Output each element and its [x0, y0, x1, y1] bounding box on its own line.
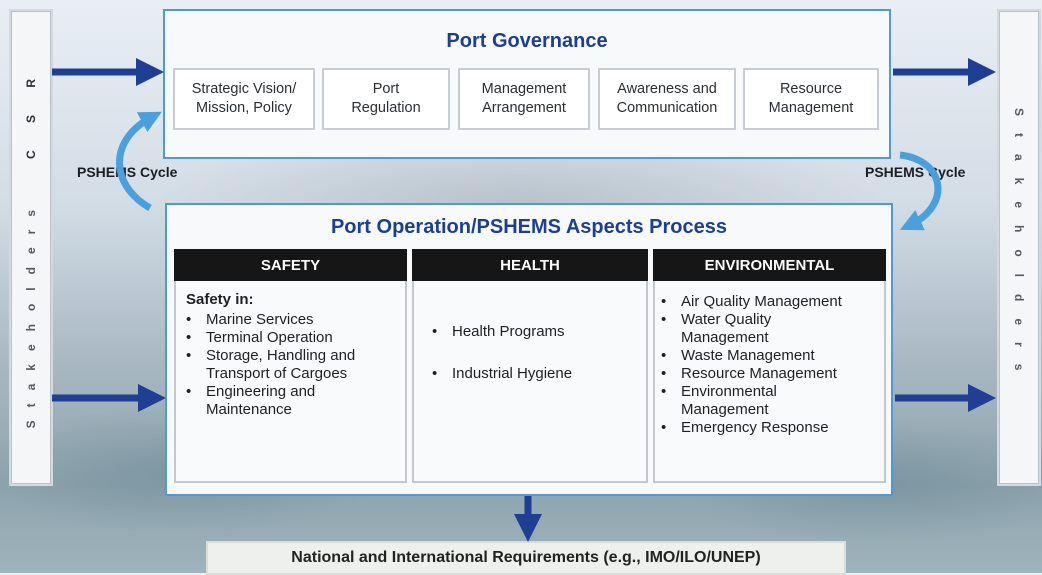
port-operation-box: Port Operation/PSHEMS Aspects Process SA… — [165, 203, 893, 496]
list-item: •Terminal Operation — [186, 329, 333, 346]
pshems-cycle-left-label: PSHEMS Cycle — [77, 164, 178, 180]
port-governance-box: Port Governance Strategic Vision/Mission… — [163, 9, 891, 159]
gov-item-strategic-vision: Strategic Vision/Mission, Policy — [173, 68, 315, 130]
environmental-column: ENVIRONMENTAL •Air Quality Management •W… — [653, 249, 886, 483]
list-item: •Air Quality Management — [661, 293, 842, 310]
pshems-cycle-right-label: PSHEMS Cycle — [865, 164, 966, 180]
list-item: •Resource Management — [661, 365, 837, 382]
gov-item-line: Communication — [616, 100, 718, 116]
gov-item-line: Regulation — [351, 100, 421, 116]
cycle-arrow-left — [116, 111, 162, 212]
requirements-label: National and International Requirements … — [291, 549, 761, 566]
stakeholders-right-label: Stakeholders — [1012, 107, 1026, 388]
cycle-arrow-right — [899, 151, 942, 231]
environmental-header: ENVIRONMENTAL — [653, 249, 886, 281]
requirements-box: National and International Requirements … — [206, 541, 846, 575]
port-governance-title: Port Governance — [446, 30, 608, 52]
gov-item-line: Port — [372, 81, 400, 97]
list-item: •Industrial Hygiene — [432, 365, 573, 382]
stakeholders-left-panel: C S R Stakeholders — [9, 9, 53, 486]
gov-item-line: Management — [481, 81, 567, 97]
health-column: HEALTH •Health Programs •Industrial Hygi… — [412, 249, 648, 483]
gov-item-line: Awareness and — [617, 81, 717, 97]
health-header: HEALTH — [412, 249, 648, 281]
safety-column: SAFETY Safety in: •Marine Services •Term… — [174, 249, 407, 483]
safety-lead: Safety in: — [186, 291, 254, 308]
gov-item-line: Arrangement — [482, 100, 566, 116]
port-operation-title: Port Operation/PSHEMS Aspects Process — [330, 216, 728, 238]
list-item: •Waste Management — [661, 347, 815, 364]
list-item: •Health Programs — [432, 323, 565, 340]
list-item: •Marine Services — [186, 311, 314, 328]
safety-header: SAFETY — [174, 249, 407, 281]
gov-item-line: Resource — [779, 81, 843, 97]
stakeholders-right-panel: Stakeholders — [997, 9, 1041, 486]
gov-item-line: Strategic Vision/ — [191, 81, 297, 97]
gov-item-line: Management — [768, 100, 854, 116]
gov-item-line: Mission, Policy — [196, 100, 292, 116]
list-item: •Emergency Response — [661, 419, 829, 436]
